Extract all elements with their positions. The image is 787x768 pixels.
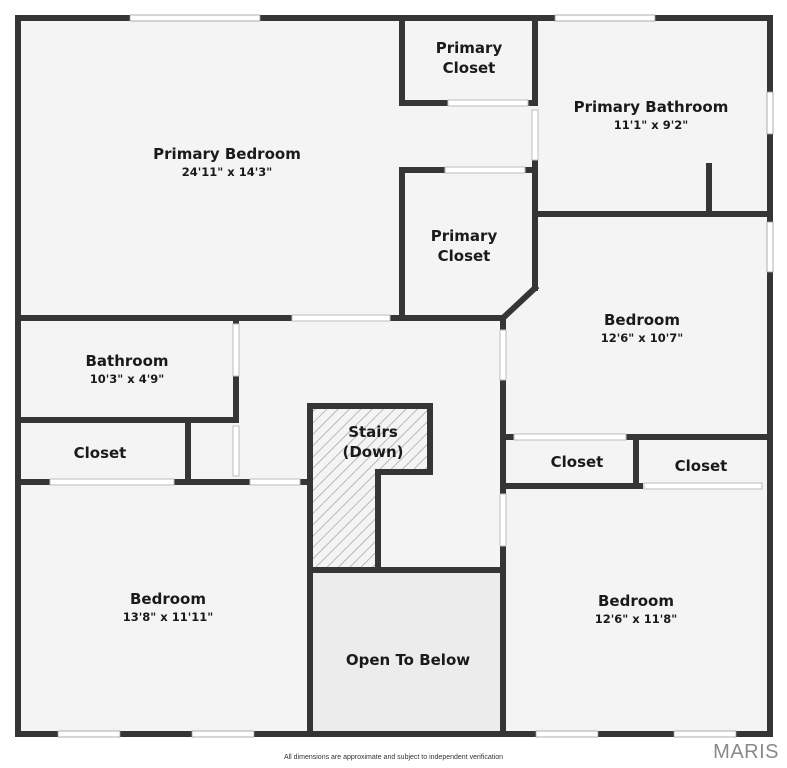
primary-bathroom-name: Primary Bathroom — [574, 98, 729, 116]
windows — [57, 14, 774, 738]
bathroom-dims: 10'3" x 4'9" — [90, 372, 164, 386]
primary-closet-top-name-l1: Primary — [436, 39, 503, 57]
bathroom-name: Bathroom — [85, 352, 168, 370]
closet-left-name: Closet — [74, 444, 127, 462]
walls — [15, 15, 773, 737]
bedroom-bottom-right-name: Bedroom — [598, 592, 674, 610]
primary-bedroom-dims: 24'11" x 14'3" — [182, 165, 272, 179]
disclaimer-text: All dimensions are approximate and subje… — [283, 754, 504, 761]
primary-closet-mid-name-l1: Primary — [431, 227, 498, 245]
primary-bedroom-name: Primary Bedroom — [153, 145, 301, 163]
open-to-below-area — [313, 572, 503, 732]
door-openings — [49, 99, 763, 547]
bedroom-bottom-right-dims: 12'6" x 11'8" — [595, 612, 677, 626]
bedroom-right-dims: 12'6" x 10'7" — [601, 331, 683, 345]
stairs-name-l2: (Down) — [342, 443, 403, 461]
open-to-below-name: Open To Below — [346, 651, 470, 669]
stairs-name-l1: Stairs — [348, 423, 398, 441]
stairs-hatch — [313, 406, 430, 570]
bedroom-bottom-left-dims: 13'8" x 11'11" — [123, 610, 213, 624]
bedroom-right-name: Bedroom — [604, 311, 680, 329]
primary-bathroom-dims: 11'1" x 9'2" — [614, 118, 688, 132]
bedroom-bottom-left-name: Bedroom — [130, 590, 206, 608]
closet-right-name: Closet — [675, 457, 728, 475]
closet-mid-name: Closet — [551, 453, 604, 471]
primary-closet-top-name-l2: Closet — [443, 59, 496, 77]
brand-logo: MARIS — [713, 741, 779, 763]
primary-closet-mid-name-l2: Closet — [438, 247, 491, 265]
